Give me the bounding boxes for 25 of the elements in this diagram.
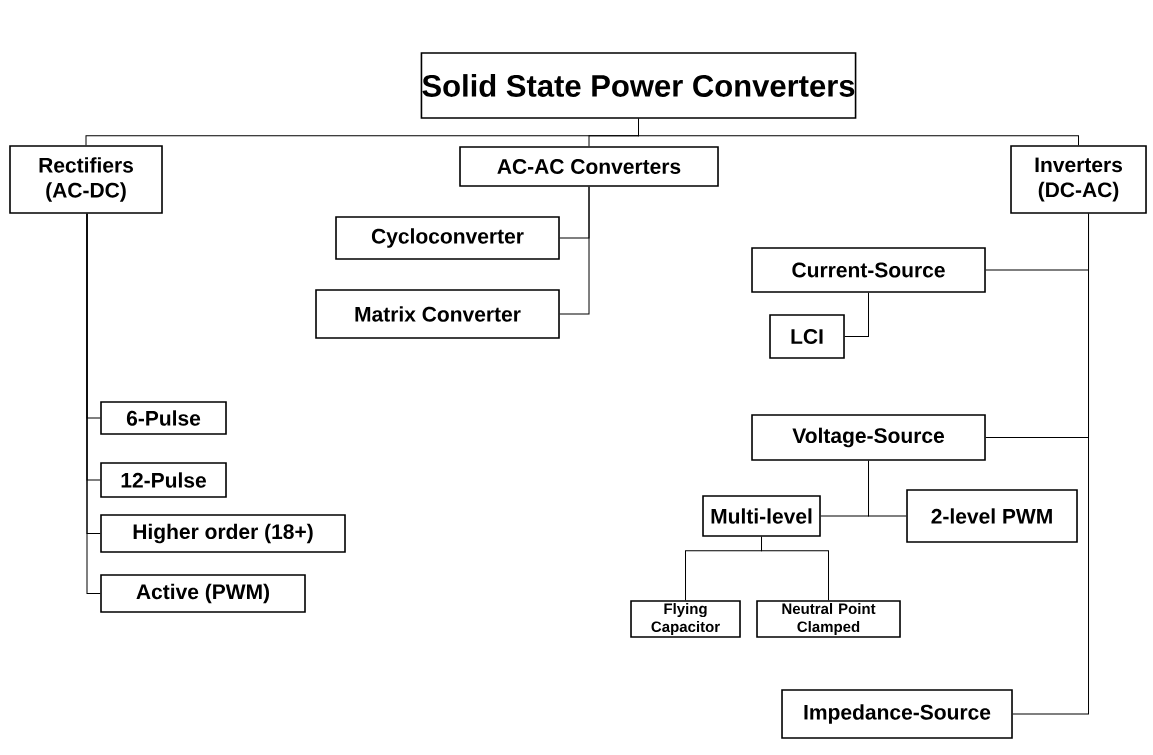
connector-line <box>868 460 907 517</box>
category-box: Cycloconverter <box>335 216 560 260</box>
category-box: Inverters (DC-AC) <box>1010 145 1147 214</box>
category-box: Multi-level <box>702 495 821 537</box>
category-box: LCI <box>769 314 845 359</box>
category-box: Voltage-Source <box>751 414 986 461</box>
category-box: Current-Source <box>751 247 986 293</box>
connector-line <box>638 118 1079 146</box>
connector-line <box>559 186 590 315</box>
category-box: AC-AC Converters <box>459 146 719 187</box>
category-box: Flying Capacitor <box>630 600 741 638</box>
connector-line <box>844 292 869 337</box>
category-box: Impedance-Source <box>781 689 1013 739</box>
category-box: 12-Pulse <box>100 462 227 498</box>
connector-line <box>1012 213 1089 715</box>
category-box: Neutral Point Clamped <box>756 600 901 638</box>
category-box: Active (PWM) <box>100 574 306 613</box>
category-box: 6-Pulse <box>100 401 227 435</box>
connector-line <box>761 536 829 601</box>
category-box: Matrix Converter <box>315 289 560 339</box>
category-box: Rectifiers (AC-DC) <box>9 145 163 214</box>
category-box: 2-level PWM <box>906 489 1078 543</box>
title-box: Solid State Power Converters <box>420 52 857 119</box>
connector-line <box>86 213 101 594</box>
category-box: Higher order (18+) <box>100 514 346 553</box>
